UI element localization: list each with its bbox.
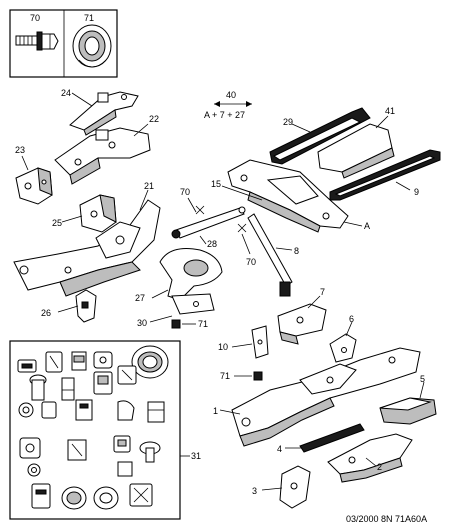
bolt-70-icon (15, 31, 59, 51)
label-71-right: 71 (220, 371, 230, 381)
clip-icon-17 (129, 483, 153, 507)
clip-icon-16 (31, 483, 51, 509)
part-26-hook: 26 (41, 289, 97, 323)
clip-icon-10 (117, 400, 135, 421)
clip-icon-13 (67, 439, 87, 461)
label-8: 8 (294, 246, 299, 256)
label-22: 22 (149, 114, 159, 124)
part-5-panel: 5 (379, 374, 437, 425)
part-10-bracket: 10 71 (218, 325, 269, 381)
label-group-40: 40 A + 7 + 27 (204, 90, 252, 120)
clip-icon-8 (41, 401, 57, 419)
part-29-rail: 29 (269, 107, 371, 165)
square-marker-icon (171, 319, 181, 329)
label-5: 5 (420, 374, 425, 384)
label-29: 29 (283, 117, 293, 127)
footer-reference: 03/2000 8N 71A60A (346, 514, 427, 524)
label-31: 31 (191, 451, 201, 461)
label-27: 27 (135, 293, 145, 303)
label-4: 4 (277, 444, 282, 454)
grommet-round-icon-2 (93, 486, 119, 510)
clip-icon-6 (93, 371, 113, 395)
label-9: 9 (414, 187, 419, 197)
part-22-member: 22 (54, 114, 159, 185)
label-71-box: 71 (84, 13, 94, 23)
label-70-lower: 70 (246, 257, 256, 267)
label-6: 6 (349, 314, 354, 324)
label-1: 1 (213, 406, 218, 416)
part-6-bracket: 6 (329, 314, 357, 363)
label-24: 24 (61, 88, 71, 98)
label-21: 21 (144, 181, 154, 191)
part-24-bracket: 24 (61, 88, 139, 136)
clip-icon-1 (17, 359, 37, 373)
grommet-71-icon (72, 24, 112, 68)
part-41-panel: 41 (317, 106, 395, 179)
cross-marker-icon (195, 205, 205, 215)
label-40-sub: A + 7 + 27 (204, 110, 245, 120)
ring-icon-2 (27, 463, 41, 477)
label-2: 2 (377, 462, 382, 472)
label-70-box: 70 (30, 13, 40, 23)
clip-icon-5 (61, 377, 75, 401)
part-23-mount: 23 (15, 145, 53, 205)
clip-icon-11 (147, 401, 165, 423)
label-26: 26 (41, 308, 51, 318)
part-4-bar: 4 (277, 423, 365, 454)
clip-icon-14 (113, 435, 131, 453)
label-15: 15 (211, 179, 221, 189)
clip-icon-9 (75, 399, 93, 421)
part-3-bracket: 3 (252, 465, 311, 509)
clip-icon-7 (117, 365, 137, 385)
fastener-kit-box-31: 31 (9, 340, 201, 520)
part-28-rod: 28 70 (171, 187, 246, 249)
label-10: 10 (218, 342, 228, 352)
legend-box-70-71: 70 71 (9, 9, 118, 78)
label-70-upper: 70 (180, 187, 190, 197)
square-marker-icon-2 (253, 371, 263, 381)
part-15-crossmember: 15 A (211, 159, 370, 233)
ring-icon-1 (18, 402, 34, 418)
label-28: 28 (207, 239, 217, 249)
grommet-round-icon-1 (61, 486, 87, 510)
clip-icon-2 (45, 351, 63, 373)
clip-icon-4 (93, 351, 113, 369)
label-41: 41 (385, 106, 395, 116)
label-23: 23 (15, 145, 25, 155)
part-21-rail: 21 (13, 181, 161, 297)
part-2-member: 2 (327, 433, 413, 483)
grommet-oval-icon (131, 345, 169, 379)
plug-icon (29, 374, 47, 401)
label-3: 3 (252, 486, 257, 496)
cross-marker-icon-2 (237, 223, 247, 233)
clip-icon-15 (117, 461, 133, 477)
label-71-left: 71 (198, 319, 208, 329)
label-A: A (364, 221, 370, 231)
label-30: 30 (137, 318, 147, 328)
label-25: 25 (52, 218, 62, 228)
part-9-rail: 9 (329, 149, 441, 201)
label-40: 40 (226, 90, 236, 100)
part-8-strut: 8 70 (237, 213, 299, 297)
label-7: 7 (320, 287, 325, 297)
part-7-bracket: 7 (277, 287, 327, 345)
part-27-bracket: 27 (135, 248, 223, 315)
clip-icon-12 (19, 437, 41, 459)
part-25-bracket: 25 (52, 194, 117, 233)
part-1-frame: 1 (213, 347, 421, 447)
push-pin-icon (139, 441, 161, 463)
clip-icon-3 (71, 351, 87, 371)
marker-30-71: 30 71 (137, 315, 208, 329)
